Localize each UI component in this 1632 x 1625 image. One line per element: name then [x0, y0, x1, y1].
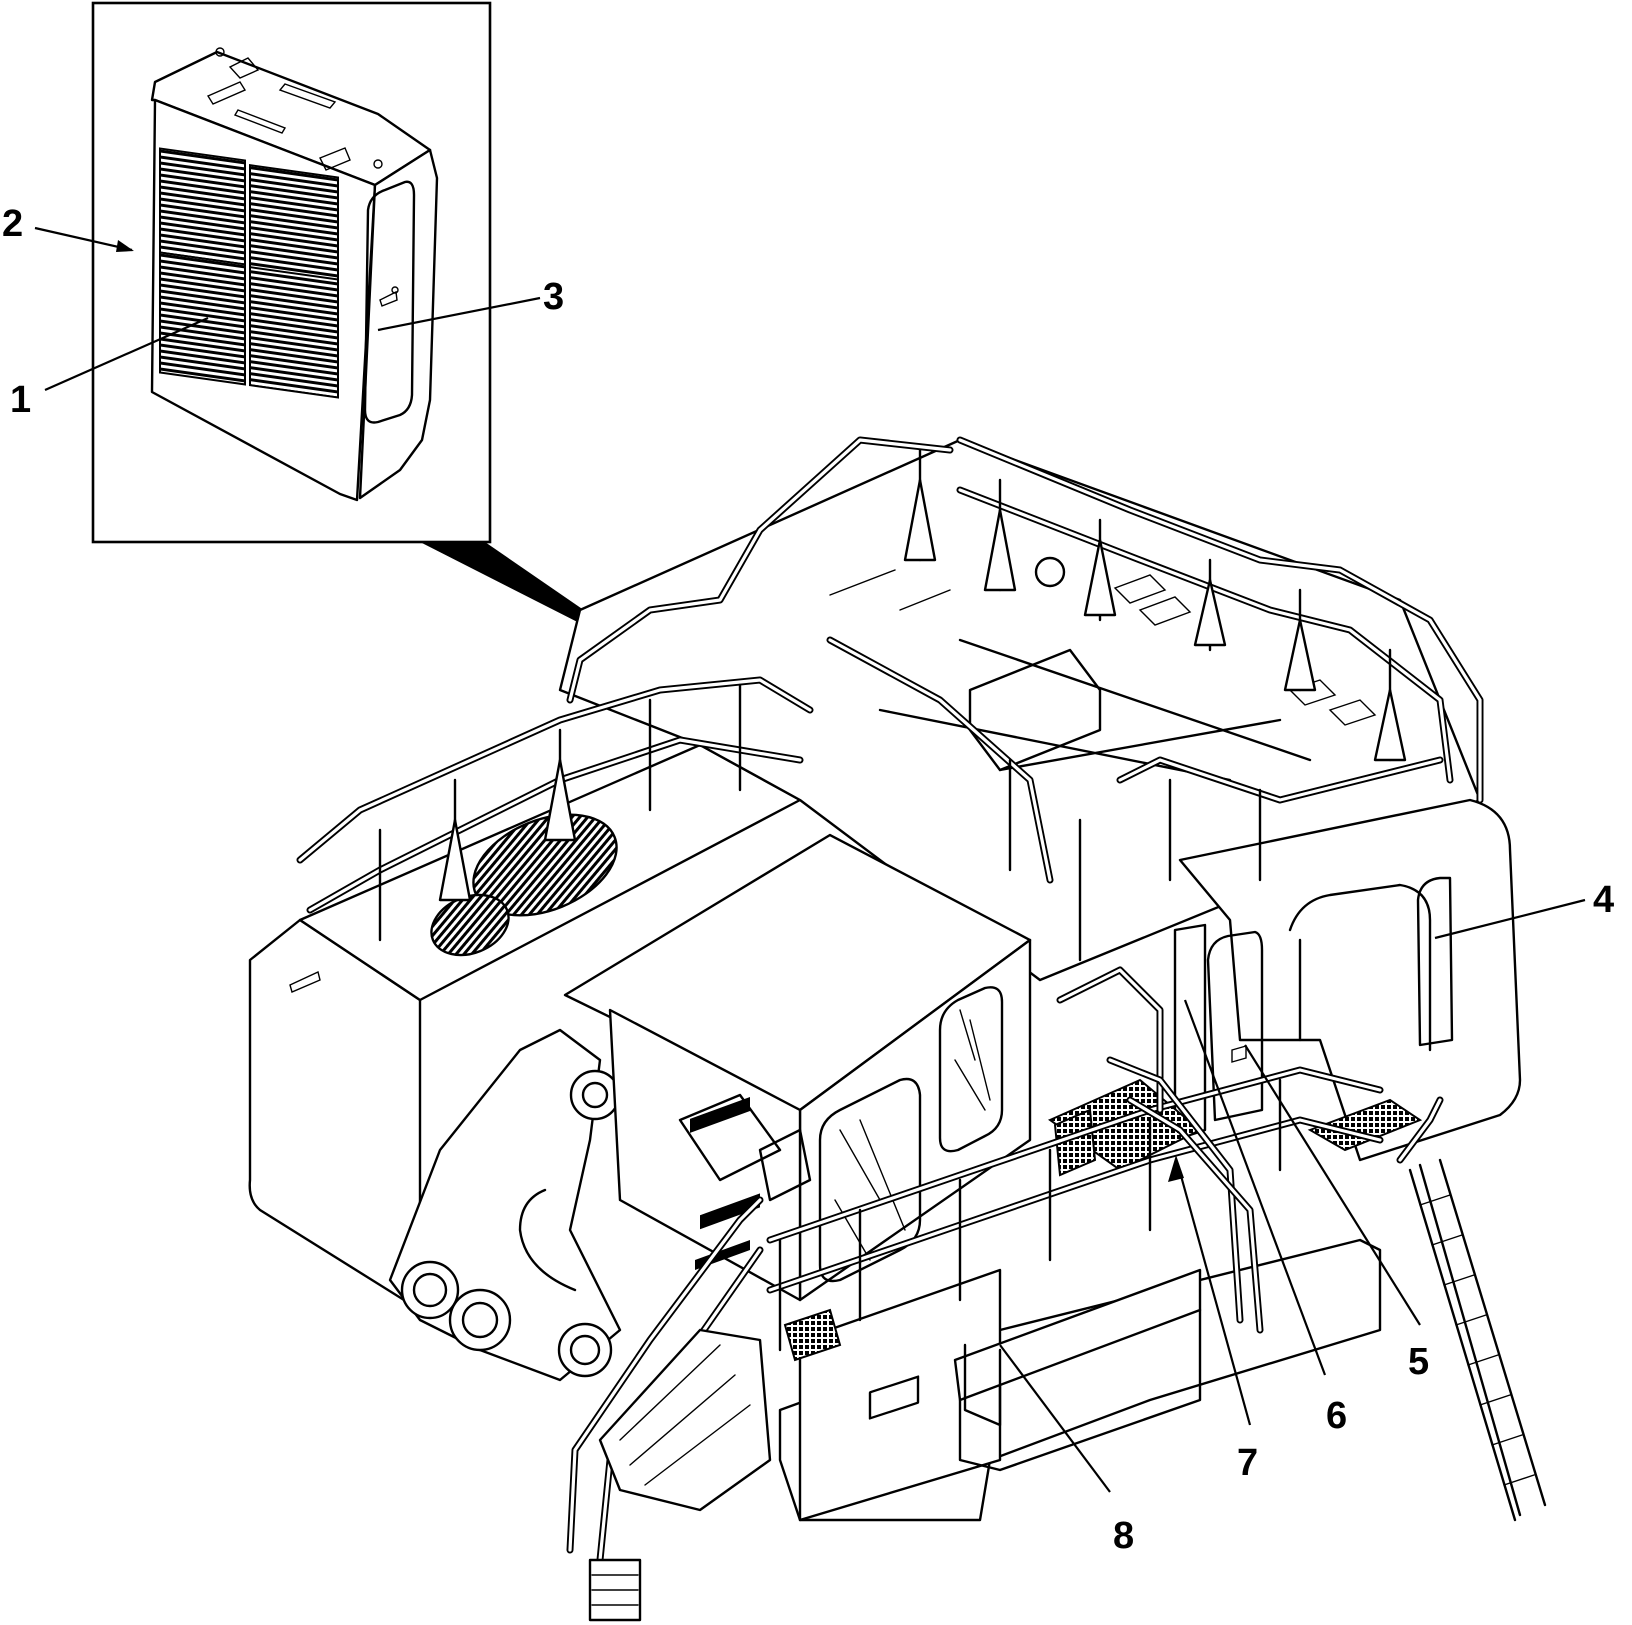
callout-5: 5	[1408, 1341, 1429, 1383]
callout-4: 4	[1593, 879, 1614, 921]
access-ladder	[1396, 1096, 1547, 1522]
leader-1	[44, 316, 209, 392]
leader-5	[1244, 1044, 1421, 1326]
machine-illustration	[248, 436, 1547, 1622]
leader-7	[1176, 1164, 1252, 1426]
filter-grille	[159, 147, 246, 272]
callout-6: 6	[1326, 1395, 1347, 1437]
electrical-cabinet	[150, 47, 439, 502]
cooling-fan	[472, 813, 618, 917]
callout-3: 3	[543, 276, 564, 318]
rear-housing	[248, 918, 422, 1312]
leader-8	[999, 1344, 1111, 1493]
leader-4	[1434, 898, 1586, 940]
leader-3	[377, 296, 541, 332]
door-4	[1416, 876, 1454, 1047]
right-housing	[1178, 798, 1522, 1162]
handrails	[296, 436, 1484, 1352]
cabinet-side-door	[363, 180, 416, 424]
door-5	[1206, 930, 1264, 1122]
callout-labels: 1 2 3 4 5 6 7 8	[2, 203, 1614, 1557]
callout-1: 1	[10, 379, 31, 421]
cab-window-side	[938, 986, 1004, 1153]
leader-2	[34, 226, 133, 252]
callout-8: 8	[1113, 1515, 1134, 1557]
callout-2: 2	[2, 203, 23, 245]
leader-6	[1183, 999, 1327, 1376]
door-6	[1173, 923, 1207, 1142]
front-stairs	[566, 1196, 772, 1622]
inset-detail	[91, 1, 668, 668]
cab-window-front	[818, 1077, 922, 1283]
leader-lines	[34, 226, 1586, 1493]
callout-7: 7	[1237, 1442, 1258, 1484]
